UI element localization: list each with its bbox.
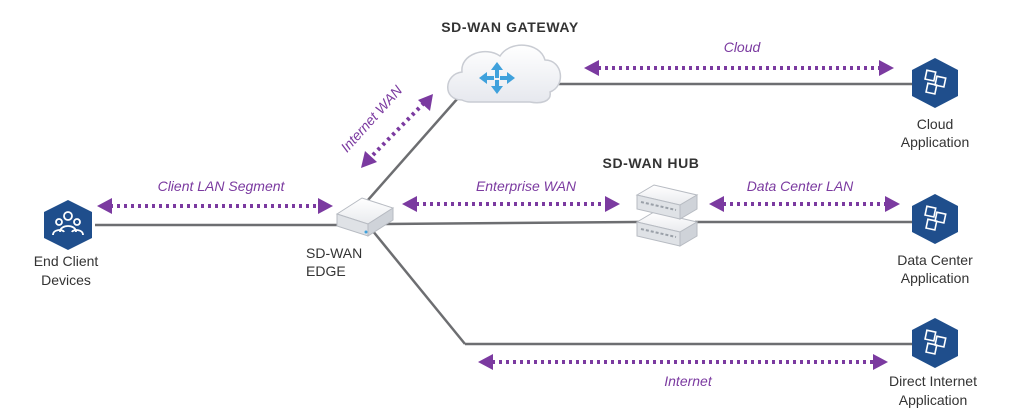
segment-arrows: [97, 60, 900, 370]
cloud-app-label-line2: Application: [901, 134, 970, 150]
gateway-cloud-shape: [447, 44, 561, 104]
edge-appliance-icon: [335, 197, 395, 237]
internet-segment-label: Internet: [664, 373, 713, 389]
internet-app-icon: [912, 318, 958, 368]
dc-app-label-line1: Data Center: [897, 252, 973, 268]
data-center-app-icon: [912, 194, 958, 244]
internet-arrow: [478, 354, 888, 370]
client-lan-arrow: [97, 198, 333, 214]
internet-app-label-line1: Direct Internet: [889, 373, 977, 389]
hub-switch-top: [635, 184, 699, 220]
gateway-label: SD-WAN GATEWAY: [441, 19, 579, 35]
users-icon: [44, 200, 92, 250]
internet-wan-arrow: [361, 94, 433, 168]
edge-label-line1: SD-WAN: [306, 245, 362, 261]
data-center-lan-arrow: [709, 196, 900, 212]
enterprise-wan-arrow: [402, 196, 620, 212]
cloud-segment-label: Cloud: [724, 39, 762, 55]
edge-label-line2: EDGE: [306, 263, 346, 279]
router-arrows-icon: [479, 62, 515, 94]
wire-edge-to-gateway: [367, 97, 459, 201]
internet-wan-label: Internet WAN: [337, 82, 406, 156]
connection-lines: [95, 82, 912, 346]
dc-app-label-line2: Application: [901, 270, 970, 286]
client-lan-segment-label: Client LAN Segment: [158, 178, 286, 194]
cloud-app-label-line1: Cloud: [917, 116, 954, 132]
end-client-label-line1: End Client: [34, 253, 99, 269]
cloud-app-icon: [912, 58, 958, 108]
wire-edge-to-internet-elbow: [371, 229, 466, 345]
wire-edge-to-hub: [384, 220, 641, 226]
enterprise-wan-label: Enterprise WAN: [476, 178, 577, 194]
cloud-arrow: [584, 60, 894, 76]
data-center-lan-label: Data Center LAN: [747, 178, 854, 194]
internet-app-label-line2: Application: [899, 392, 968, 408]
hub-label: SD-WAN HUB: [603, 155, 700, 171]
end-client-label-line2: Devices: [41, 272, 91, 288]
sdwan-gateway: [447, 44, 561, 104]
hub-switch-icon: [635, 184, 699, 247]
hub-switch-bottom: [635, 211, 699, 247]
